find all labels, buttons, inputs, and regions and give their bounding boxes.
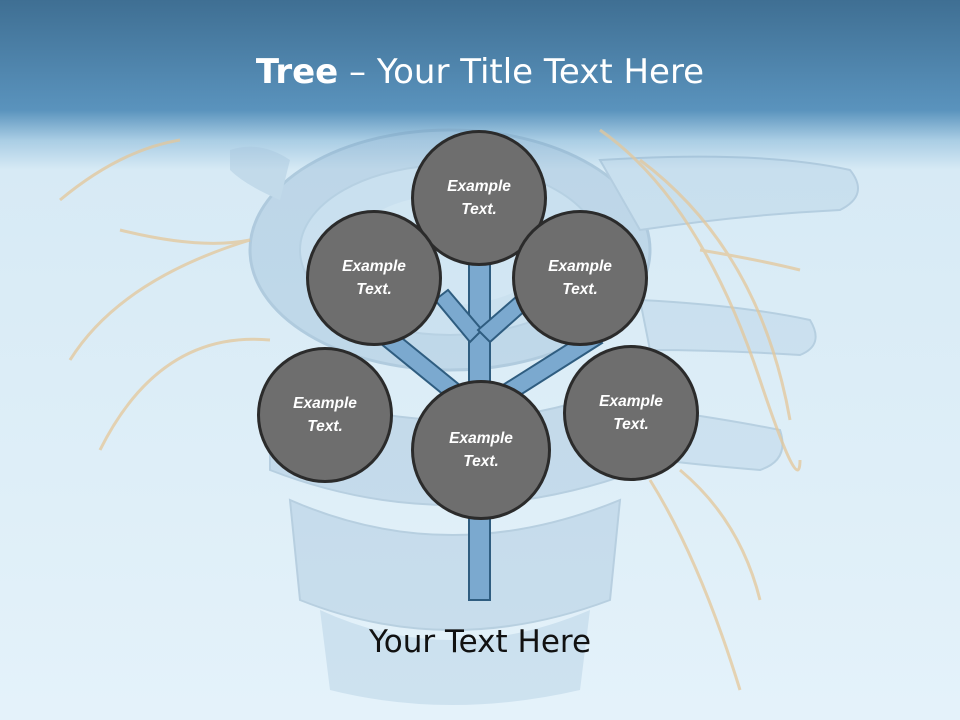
- tree-node-lower-left: Example Text.: [257, 347, 393, 483]
- tree-node-center: Example Text.: [411, 380, 551, 520]
- node-label: Example Text.: [548, 258, 612, 298]
- title-bold: Tree: [255, 52, 339, 92]
- tree-node-lower-right: Example Text.: [563, 345, 699, 481]
- title-rest: – Your Title Text Here: [338, 52, 705, 92]
- node-label: Example Text.: [449, 430, 513, 470]
- node-label: Example Text.: [599, 393, 663, 433]
- node-label: Example Text.: [342, 258, 406, 298]
- node-label: Example Text.: [293, 395, 357, 435]
- tree-node-upper-left: Example Text.: [306, 210, 442, 346]
- node-label: Example Text.: [447, 178, 511, 218]
- caption-text: Your Text Here: [368, 624, 592, 660]
- slide-title: Tree – Your Title Text Here: [0, 52, 960, 92]
- tree-node-upper-right: Example Text.: [512, 210, 648, 346]
